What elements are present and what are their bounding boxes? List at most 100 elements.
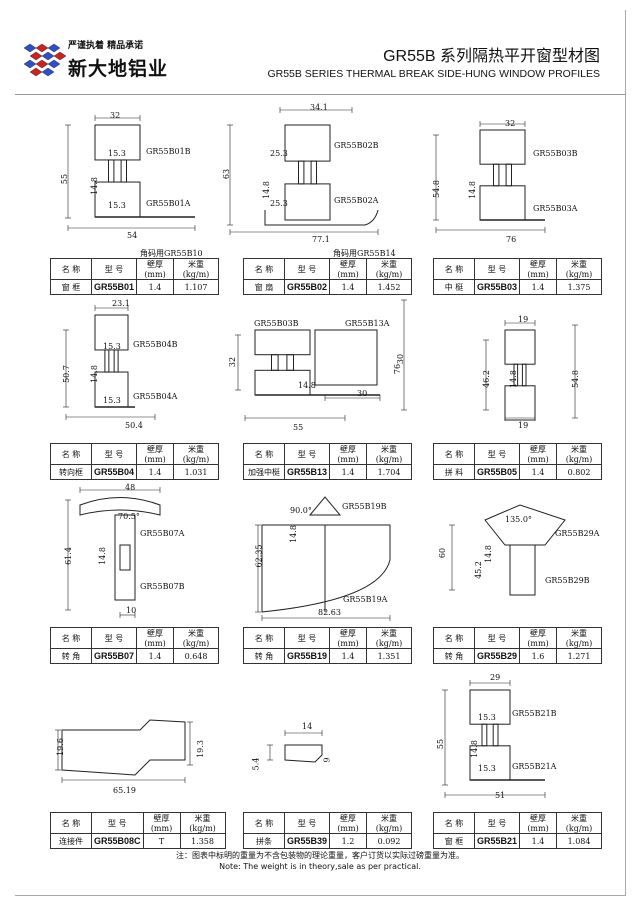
part-label: GR55B01B [146, 147, 191, 156]
dimension-label: 50.7 [61, 365, 71, 383]
dimension-label: 14.8 [508, 370, 518, 388]
gr55b13-left-strip-right [286, 354, 294, 371]
corner-key-note: 角码用GR55B10 [140, 249, 203, 258]
part-label: GR55B03A [533, 204, 578, 213]
part-label: GR55B29A [555, 529, 600, 538]
wall-thickness: 1.4 [519, 833, 558, 849]
column-header: 名 称 [50, 627, 92, 649]
dimension-label: 45.2 [473, 561, 483, 579]
gr55b01-inner-chamber [94, 181, 141, 218]
part-label: GR55B02A [334, 196, 379, 205]
column-header: 型 号 [90, 443, 138, 465]
gr55b05-inner-chamber [504, 385, 536, 421]
dimension-label: 14.8 [469, 740, 479, 758]
column-header: 壁厚(mm) [142, 812, 181, 834]
profile-name: 窗 扇 [243, 279, 285, 295]
gr55b02-outer-chamber [284, 124, 331, 162]
column-header: 型 号 [283, 258, 331, 280]
dimension-label: 10 [126, 606, 137, 615]
dimension-label: 14.8 [483, 545, 493, 563]
column-header: 米重(kg/m) [173, 258, 220, 280]
dimension-label: 54.8 [431, 180, 441, 198]
column-header: 米重(kg/m) [366, 258, 413, 280]
part-label: GR55B19B [342, 502, 387, 511]
unit-weight: 1.351 [366, 648, 413, 664]
column-header: 型 号 [473, 627, 521, 649]
dimension-label: 14.8 [89, 365, 99, 383]
profile-name: 加强中梃 [243, 464, 285, 480]
gr55b04-strip-right [113, 349, 119, 373]
part-label: GR55B04B [133, 340, 178, 349]
profile-name: 中 梃 [433, 279, 475, 295]
column-header: 米重(kg/m) [173, 627, 220, 649]
gr55b21-strip-left [481, 723, 488, 747]
table-header-row: 名 称型 号壁厚(mm)米重(kg/m) [243, 812, 413, 834]
dimension-label: 51 [495, 791, 506, 800]
gr55b01-outer-chamber [94, 124, 141, 161]
column-header: 型 号 [473, 443, 521, 465]
unit-weight: 0.802 [556, 464, 603, 480]
column-header: 壁厚(mm) [519, 627, 558, 649]
dimension-label: 76 [506, 235, 517, 244]
wall-thickness: T [142, 833, 181, 849]
dimension-label: 19 [518, 421, 529, 430]
profile-name: 转 角 [50, 648, 92, 664]
page-title: GR55B 系列隔热平开窗型材图 [383, 48, 600, 65]
dimension-label: 63 [222, 168, 232, 180]
column-header: 名 称 [433, 812, 475, 834]
unit-weight: 1.375 [556, 279, 603, 295]
column-header: 米重(kg/m) [366, 627, 413, 649]
dimension-label: 55 [293, 423, 304, 432]
column-header: 型 号 [91, 812, 144, 834]
column-header: 型 号 [283, 812, 331, 834]
gr55b01-strip-left [108, 159, 115, 183]
column-header: 名 称 [433, 627, 475, 649]
gr55b03-outer-chamber [479, 129, 526, 165]
footer-note-cn: 注：图表中标明的重量为不含包装物的理论重量，客户订货以实际过磅重量为准。 [176, 851, 464, 860]
unit-weight: 1.084 [556, 833, 603, 849]
table-header-row: 名 称型 号壁厚(mm)米重(kg/m) [433, 627, 603, 649]
unit-weight: 1.031 [173, 464, 220, 480]
column-header: 名 称 [243, 812, 285, 834]
part-label: GR55B01A [146, 199, 191, 208]
dimension-label: 30 [357, 389, 368, 398]
dimension-label: 82.63 [318, 608, 341, 617]
table-header-row: 名 称型 号壁厚(mm)米重(kg/m) [243, 627, 413, 649]
dimension-label: 65.19 [113, 786, 136, 795]
dimension-label: 135.0° [505, 515, 532, 524]
dimension-label: 70.5° [118, 512, 140, 521]
profile-name: 窗 框 [433, 833, 475, 849]
column-header: 米重(kg/m) [173, 443, 220, 465]
part-label: GR55B03B [254, 319, 299, 328]
column-header: 名 称 [243, 627, 285, 649]
profile-name: 转 角 [433, 648, 475, 664]
table-header-row: 名 称型 号壁厚(mm)米重(kg/m) [50, 627, 220, 649]
gr55b08c-connector [61, 719, 186, 776]
profile-code: GR55B03 [473, 279, 521, 295]
part-label: GR55B02B [334, 141, 379, 150]
dimension-label: 60 [438, 547, 448, 559]
gr55b03-strip-left [493, 163, 500, 187]
dimension-label: 25.3 [270, 149, 288, 158]
dimension-label: 62.35 [254, 544, 264, 568]
corner-key-note: 角码用GR55B14 [333, 249, 396, 258]
part-label: GR55B29B [545, 576, 590, 585]
dimension-label: 32 [110, 111, 121, 120]
gr55b02-strip-left [298, 160, 305, 185]
part-label: GR55B04A [133, 392, 178, 401]
dimension-label: 30 [396, 353, 406, 365]
unit-weight: 1.704 [366, 464, 413, 480]
column-header: 米重(kg/m) [366, 812, 413, 834]
